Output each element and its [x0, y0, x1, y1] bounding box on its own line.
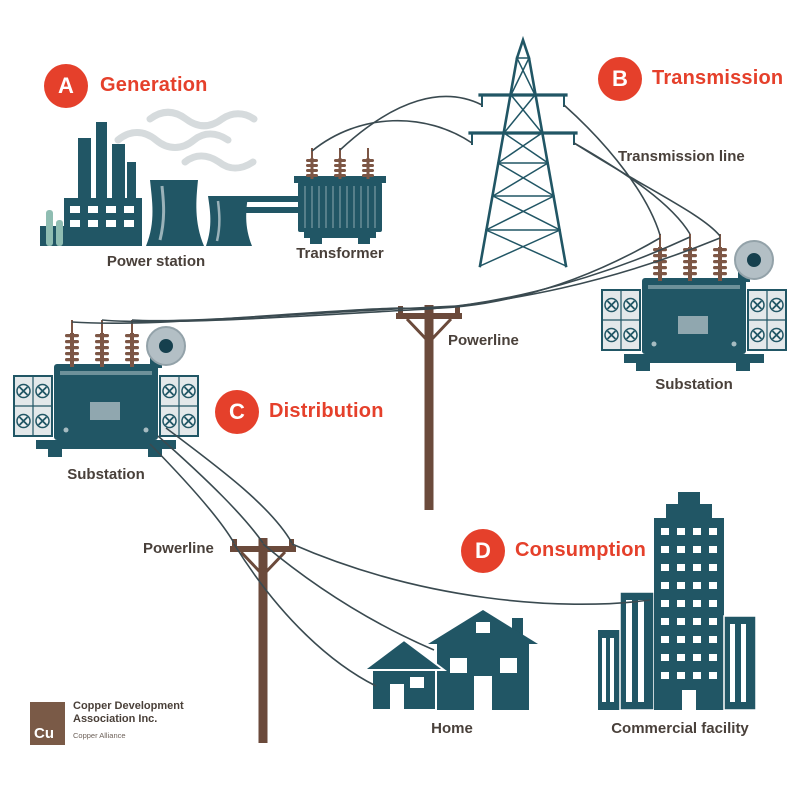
chimney: [96, 122, 107, 200]
stage-label-transmission: Transmission: [652, 67, 784, 89]
stage-badge-consumption: D: [461, 529, 505, 573]
stage-letter: C: [229, 399, 245, 424]
wire-pole-home: [262, 543, 435, 651]
transformer-illustration: [294, 148, 386, 244]
commercial-facility-label: Commercial facility: [611, 720, 749, 737]
wire-pole-home: [233, 543, 377, 687]
home-label: Home: [431, 720, 473, 737]
chimney: [127, 162, 136, 200]
stage-label-consumption: Consumption: [515, 539, 647, 561]
transformer-label: Transformer: [296, 245, 384, 262]
station-pipes: [46, 210, 63, 246]
stage-label-distribution: Distribution: [269, 400, 384, 422]
cu-logo-text: Copper Development Association Inc. Copp…: [73, 700, 184, 740]
factory-windows: [70, 206, 134, 227]
station-transformer-link: [240, 196, 298, 213]
home-illustration: [361, 610, 538, 711]
transmission-tower-illustration: [468, 35, 578, 268]
chimney: [78, 138, 91, 200]
stage-letter: A: [58, 73, 74, 98]
stage-letter: D: [475, 538, 491, 563]
wire-substation-pole: [149, 443, 235, 544]
powerline-distribution-label: Powerline: [448, 332, 519, 349]
logo-tagline: Copper Alliance: [73, 731, 126, 740]
cu-logo-mark: Cu: [30, 702, 65, 745]
logo-org-line1: Copper Development: [73, 700, 184, 712]
wire-substation-pole: [157, 435, 264, 544]
wire-transformer-tower: [311, 119, 473, 152]
cooling-tower-highlight: [158, 185, 166, 241]
wire-pole-commercial: [291, 543, 651, 605]
steam-smoke: [114, 108, 258, 172]
cooling-tower: [146, 180, 204, 246]
substation-distribution-label: Substation: [67, 466, 145, 483]
stage-label-generation: Generation: [100, 74, 208, 96]
wire-tower-substation: [573, 142, 721, 237]
wire-substation-pole: [165, 427, 293, 544]
wire-substation-substation: [131, 237, 721, 322]
cu-symbol: Cu: [34, 725, 54, 742]
power-station-illustration: [40, 108, 258, 246]
substation-distribution-illustration: [14, 320, 198, 457]
powerline-consumption-label: Powerline: [143, 540, 214, 557]
stage-badge-transmission: B: [598, 57, 642, 101]
tower-windows: [661, 528, 717, 710]
transmission-line-label: Transmission line: [618, 148, 745, 165]
stage-badge-generation: A: [44, 64, 88, 108]
chimney: [112, 144, 125, 200]
stage-letter: B: [612, 66, 628, 91]
cooling-tower-highlight: [215, 200, 221, 242]
stage-badge-distribution: C: [215, 390, 259, 434]
power-wires: [71, 95, 721, 687]
wire-tower-substation: [563, 104, 661, 236]
wire-transformer-tower: [339, 95, 483, 151]
wire-substation-substation: [101, 236, 691, 323]
commercial-facility-illustration: [598, 492, 757, 711]
power-station-label: Power station: [106, 253, 206, 270]
powerline-pole-consumption: [228, 536, 298, 745]
cooling-tower: [206, 196, 252, 246]
logo-org-line2: Association Inc.: [73, 713, 158, 725]
substation-transmission-label: Substation: [655, 376, 733, 393]
